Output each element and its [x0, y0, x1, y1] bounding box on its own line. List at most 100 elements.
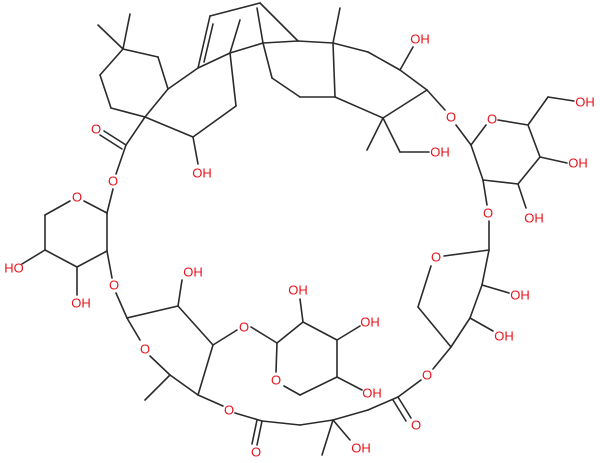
bond-line: [382, 117, 401, 153]
bond-line: [271, 77, 301, 98]
bond-line: [469, 284, 483, 319]
bond-line: [302, 321, 338, 341]
bond-line: [332, 42, 369, 53]
bond-line: [539, 156, 568, 164]
hydroxyl-label: HO: [4, 261, 24, 276]
ring-oxygen: O: [140, 342, 150, 357]
bond-line: [106, 188, 114, 214]
bond-line: [482, 179, 488, 206]
bond-line: [122, 48, 159, 58]
bond-line: [397, 396, 412, 419]
bond-line: [192, 105, 237, 138]
ester-oxygen: O: [422, 368, 432, 383]
bond-line: [126, 305, 179, 319]
hydroxyl-label: OH: [410, 32, 430, 47]
bond-line: [125, 116, 146, 146]
bond-line: [177, 279, 183, 307]
bond-line: [482, 179, 519, 185]
bond-line: [366, 117, 384, 151]
bond-line: [262, 42, 273, 79]
bond-line: [276, 321, 304, 344]
bond-line: [470, 144, 484, 181]
hydroxyl-label: OH: [183, 265, 203, 280]
bond-line: [399, 69, 428, 91]
bond-line: [432, 346, 452, 370]
bond-line: [212, 329, 238, 346]
bond-line: [197, 394, 224, 407]
bond-line: [481, 249, 490, 286]
atom-labels: O O OH OH OH O O OH OH OH O O HO OH O OH…: [4, 32, 595, 460]
bond-line: [169, 374, 199, 396]
carbonyl-oxygen: O: [251, 445, 261, 460]
bond-line: [367, 51, 401, 71]
bond-line: [259, 2, 299, 42]
hydroxyl-label: OH: [351, 441, 371, 456]
bond-line: [469, 317, 494, 332]
bond-line: [283, 385, 301, 396]
bond-line: [197, 52, 231, 69]
hydroxyl-label: OH: [524, 211, 544, 226]
bond-line: [367, 396, 399, 411]
ring-oxygen: O: [431, 250, 441, 265]
bond-line: [547, 96, 575, 102]
bond-line: [426, 89, 446, 111]
bond-line: [76, 250, 108, 268]
bond-line: [455, 124, 472, 146]
glycosidic-oxygen: O: [109, 278, 119, 293]
bond-line: [527, 124, 541, 158]
bond-line: [21, 249, 46, 265]
bond-line: [126, 317, 141, 341]
bond-line: [397, 379, 422, 398]
hydroxyl-label: OH: [360, 315, 380, 330]
bond-line: [167, 67, 199, 90]
bond-line: [99, 74, 112, 109]
hydroxyl-label: OH: [494, 329, 514, 344]
bond-line: [192, 136, 199, 165]
bond-line: [144, 374, 171, 401]
hydroxyl-label: OH: [362, 386, 382, 401]
bond-line: [443, 249, 490, 257]
bond-line: [203, 23, 214, 63]
bond-line: [122, 13, 131, 50]
hydroxyl-label: OH: [575, 95, 595, 110]
bond-line: [332, 419, 351, 441]
bond-line: [97, 24, 124, 50]
glycosidic-oxygen: O: [483, 206, 493, 221]
bond-line: [44, 249, 78, 268]
bonds: [21, 2, 575, 456]
bond-line: [99, 48, 124, 76]
bond-line: [262, 40, 299, 44]
bond-line: [115, 144, 127, 175]
hydroxyl-label: OH: [71, 296, 91, 311]
bond-line: [103, 130, 127, 146]
bond-line: [197, 15, 211, 69]
bond-line: [517, 156, 541, 185]
bond-line: [299, 298, 304, 323]
bond-line: [321, 419, 334, 456]
glycosidic-oxygen: O: [239, 320, 249, 335]
bond-line: [261, 420, 301, 426]
bond-line: [250, 326, 278, 344]
bond-line: [209, 2, 261, 17]
bond-line: [450, 317, 471, 348]
bond-line: [149, 355, 171, 376]
ring-oxygen: O: [271, 373, 281, 388]
bond-line: [99, 134, 123, 150]
glycosidic-oxygen: O: [446, 110, 456, 125]
bond-line: [197, 344, 214, 396]
bond-line: [399, 46, 414, 71]
carbonyl-oxygen: O: [411, 418, 421, 433]
carbonyl-oxygen: O: [91, 122, 101, 137]
bond-line: [229, 42, 264, 54]
hydroxymethyl-label: OH: [430, 145, 450, 160]
bond-line: [481, 284, 510, 294]
bond-line: [497, 119, 529, 126]
bond-line: [110, 107, 146, 118]
bond-line: [144, 116, 194, 138]
ring-oxygen: O: [487, 112, 497, 127]
bond-line: [256, 7, 264, 44]
bond-line: [517, 183, 527, 209]
bond-line: [336, 376, 363, 391]
